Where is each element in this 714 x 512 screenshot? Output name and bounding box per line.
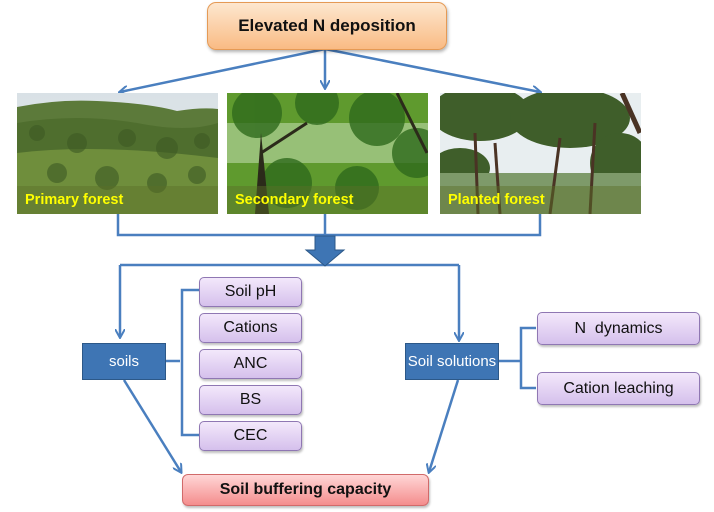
- photo-primary-forest: Primary forest: [17, 93, 218, 214]
- node-n-dynamics: N dynamics: [537, 312, 700, 345]
- node-cation-leaching: Cation leaching: [537, 372, 700, 405]
- photo-planted-forest: Planted forest: [440, 93, 641, 214]
- arrow-solutions-to-buffer: [429, 379, 460, 472]
- broadleaf-forest-image: [227, 93, 428, 214]
- node-bs: BS: [199, 385, 302, 415]
- node-elevated-n-deposition: Elevated N deposition: [207, 2, 447, 50]
- photos-bracket: [116, 214, 542, 237]
- node-soil-ph: Soil pH: [199, 277, 302, 307]
- hillside-forest-image: [17, 93, 218, 214]
- arrow-soils-to-buffer: [122, 379, 181, 472]
- pine-forest-image: [440, 93, 641, 214]
- arrow-to-planted: [324, 47, 540, 92]
- arrow-to-primary: [120, 47, 326, 92]
- node-soil-solutions: Soil solutions: [405, 343, 499, 380]
- node-cec: CEC: [199, 421, 302, 451]
- solutions-bracket: [519, 326, 536, 390]
- node-soils: soils: [82, 343, 166, 380]
- soils-bracket: [180, 288, 199, 437]
- node-anc: ANC: [199, 349, 302, 379]
- photo-caption: Primary forest: [17, 186, 218, 214]
- block-arrow-icon: [304, 235, 346, 267]
- node-cations: Cations: [199, 313, 302, 343]
- photo-caption: Secondary forest: [227, 186, 428, 214]
- photo-caption: Planted forest: [440, 186, 641, 214]
- node-soil-buffering-capacity: Soil buffering capacity: [182, 474, 429, 506]
- photo-secondary-forest: Secondary forest: [227, 93, 428, 214]
